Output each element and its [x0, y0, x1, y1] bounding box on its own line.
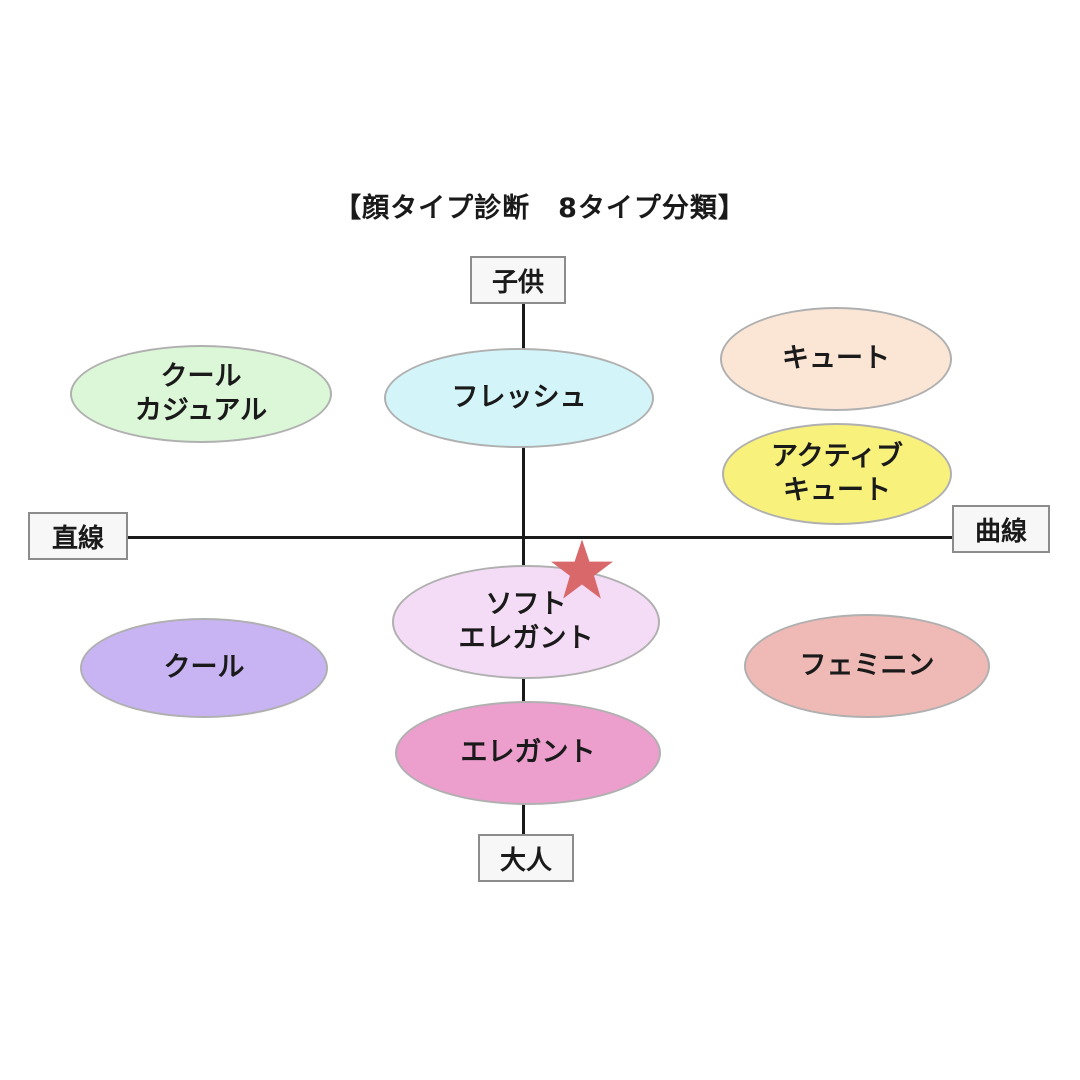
axis-label-top: 子供 — [470, 256, 566, 304]
star-shape — [551, 539, 613, 599]
type-label-line: ソフト — [485, 589, 567, 621]
type-label-line: フレッシュ — [451, 382, 587, 414]
type-label-line: アクティブ — [770, 441, 904, 473]
type-label-line: エレガント — [460, 737, 596, 769]
axis-label-left: 直線 — [28, 512, 128, 560]
type-label-line: キュート — [783, 475, 891, 506]
type-elegant: エレガント — [395, 701, 661, 805]
type-label-line: エレガント — [458, 623, 594, 654]
type-fresh: フレッシュ — [384, 348, 654, 448]
type-active-cute: アクティブ キュート — [722, 423, 952, 525]
type-label-line: キュート — [782, 343, 890, 375]
type-label-line: フェミニン — [799, 650, 935, 682]
star-icon — [551, 539, 613, 599]
type-soft-elegant: ソフト エレガント — [392, 565, 660, 679]
axis-label-right: 曲線 — [952, 505, 1050, 553]
axis-label-bottom: 大人 — [478, 834, 574, 882]
type-label-line: クール — [160, 361, 242, 393]
type-label-line: カジュアル — [134, 395, 268, 426]
type-cool: クール — [80, 618, 328, 718]
diagram-title: 【顔タイプ診断 8タイプ分類】 — [334, 193, 746, 224]
type-label-line: クール — [163, 652, 245, 684]
type-cute: キュート — [720, 307, 952, 411]
type-feminine: フェミニン — [744, 614, 990, 718]
horizontal-axis-line — [126, 536, 954, 539]
type-cool-casual: クール カジュアル — [70, 345, 332, 443]
